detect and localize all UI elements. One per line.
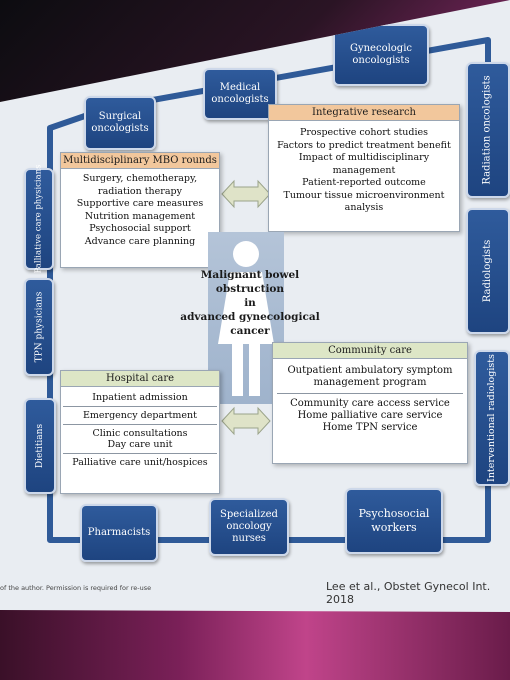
panel-title: Multidisciplinary MBO rounds [61,153,219,169]
node-radiation-oncologists: Radiation oncologists [466,62,510,198]
list-item: Emergency department [63,407,217,425]
list-item: Clinic consultations Day care unit [63,425,217,454]
list-item: Impact of multidisciplinary management [298,152,430,176]
list-item: Factors to predict treatment benefit [277,139,451,151]
node-medical-oncologists: Medical oncologists [203,68,277,120]
list-item: Tumour tissue microenvironment analysis [283,189,445,214]
arrow-bottom [221,406,271,436]
panel-title: Integrative research [269,105,459,121]
list-item: Supportive care measures [76,198,204,209]
list-item: Surgery, chemotherapy, radiation therapy [82,173,198,197]
panel-community-care: Community care Outpatient ambulatory sym… [272,342,468,464]
panel-list: Prospective cohort studies Factors to pr… [269,121,459,219]
list-item: Nutrition management [84,210,196,222]
node-pharmacists: Pharmacists [80,504,158,562]
node-psychosocial-workers: Psychosocial workers [345,488,443,554]
node-surgical-oncologists: Surgical oncologists [84,96,156,150]
center-line-3: advanced gynecological cancer [180,311,320,337]
woman-icon [218,241,274,396]
list-item: Palliative care unit/hospices [72,457,208,468]
node-gynecologic-oncologists: Gynecologic oncologists [333,24,429,86]
panel-list: Outpatient ambulatory symptom management… [273,359,467,440]
center-line-1: Malignant bowel obstruction [200,269,300,295]
panel-integrative-research: Integrative research Prospective cohort … [268,104,460,232]
arrow-top [221,179,271,209]
panel-list: Inpatient admission Emergency department… [61,387,219,473]
central-condition-label: Malignant bowel obstruction in advanced … [170,268,330,338]
node-interventional-radiologists: Interventional radiologists [474,350,510,486]
panel-title: Hospital care [61,371,219,387]
panel-list: Surgery, chemotherapy, radiation therapy… [61,169,219,252]
panel-multidisciplinary-mbo-rounds: Multidisciplinary MBO rounds Surgery, ch… [60,152,220,268]
panel-hospital-care: Hospital care Inpatient admission Emerge… [60,370,220,494]
panel-title: Community care [273,343,467,359]
list-item: Inpatient admission [63,389,217,407]
node-palliative-care-physicians: Palliative care physicians [24,164,54,274]
list-item: Advance care planning [84,235,196,247]
list-item: Outpatient ambulatory symptom management… [277,361,463,394]
node-dietitians: Dietitians [24,398,56,494]
citation: Lee et al., Obstet Gynecol Int. 2018 [326,580,491,606]
list-item: Community care access service Home palli… [290,398,450,433]
copyright-note: of the author. Permission is required fo… [0,584,152,592]
list-item: Prospective cohort studies [299,127,429,138]
node-radiologists: Radiologists [466,208,510,334]
node-specialized-oncology-nurses: Specialized oncology nurses [209,498,289,556]
center-line-2: in [244,297,256,309]
background-bottom [0,600,510,680]
patient-figure [208,232,284,404]
list-item: Patient-reported outcome [302,177,426,188]
node-tpn-physicians: TPN physicians [24,278,54,376]
list-item: Psychosocial support [89,223,191,234]
